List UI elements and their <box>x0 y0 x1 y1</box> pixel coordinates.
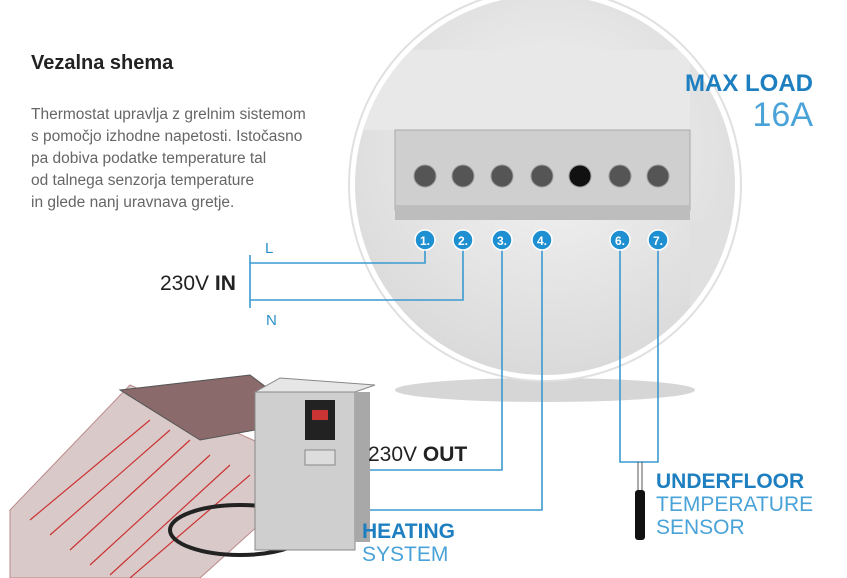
input-text: IN <box>214 272 236 295</box>
terminal-screw <box>568 164 592 188</box>
sensor-probe <box>635 490 645 540</box>
output-text: OUT <box>422 443 468 466</box>
terminal-badge: 1. <box>414 229 436 251</box>
thermostat-terminal-block <box>355 0 735 375</box>
description-line: in glede nanj uravnava gretje. <box>31 194 235 211</box>
wires <box>249 250 659 511</box>
furnace-image <box>253 377 376 551</box>
input-voltage: 230V <box>160 272 210 295</box>
terminal-screw <box>608 164 632 188</box>
terminal-screw <box>451 164 475 188</box>
wire-3 <box>345 250 503 471</box>
page-title: Vezalna shema <box>31 52 174 74</box>
heating-system-caption: HEATING SYSTEM <box>362 520 455 566</box>
output-voltage: 230V <box>368 443 418 466</box>
description-line: pa dobiva podatke temperature tal <box>31 150 267 167</box>
line-label: L <box>265 240 274 257</box>
description-line: od talnega senzorja temperature <box>31 172 255 189</box>
output-label: 230V OUT <box>368 443 467 467</box>
description-line: Thermostat upravlja z grelnim sistemom <box>31 106 306 123</box>
sensor-line3: SENSOR <box>656 516 745 539</box>
heating-line2: SYSTEM <box>362 543 449 566</box>
sensor-line1: UNDERFLOOR <box>656 470 805 493</box>
terminal-badge: 6. <box>609 229 631 251</box>
max-load: MAX LOAD 16A <box>685 70 813 132</box>
terminal-badge: 7. <box>647 229 669 251</box>
terminal-number: 7. <box>653 234 663 248</box>
terminal-screw <box>490 164 514 188</box>
sensor-cable <box>637 462 643 492</box>
wire-6-7 <box>619 250 659 463</box>
terminal-screws <box>413 164 670 188</box>
wire-1 <box>250 250 426 264</box>
neutral-label: N <box>266 312 277 329</box>
terminal-badges: 1. 2. 3. 4. 6. 7. <box>414 229 669 251</box>
sensor-line2: TEMPERATURE <box>656 493 814 516</box>
description-line: s pomočjo izhodne napetosti. Istočasno <box>31 128 303 145</box>
terminal-number: 6. <box>615 234 625 248</box>
terminal-number: 1. <box>420 234 430 248</box>
sensor-caption: UNDERFLOOR TEMPERATURE SENSOR <box>656 470 813 539</box>
terminal-screw <box>530 164 554 188</box>
wire-4 <box>290 250 543 511</box>
terminal-badge: 3. <box>491 229 513 251</box>
terminal-number: 4. <box>537 234 547 248</box>
max-load-label: MAX LOAD <box>685 70 813 97</box>
terminal-number: 3. <box>497 234 507 248</box>
terminal-badge: 4. <box>531 229 553 251</box>
max-load-value: 16A <box>752 96 814 134</box>
input-label: 230V IN <box>160 272 236 296</box>
terminal-number: 2. <box>458 234 468 248</box>
terminal-screw <box>413 164 437 188</box>
description: Thermostat upravlja z grelnim sistemom s… <box>31 104 391 214</box>
heating-line1: HEATING <box>362 520 455 543</box>
terminal-badge: 2. <box>452 229 474 251</box>
terminal-screw <box>646 164 670 188</box>
wire-2 <box>250 250 464 301</box>
